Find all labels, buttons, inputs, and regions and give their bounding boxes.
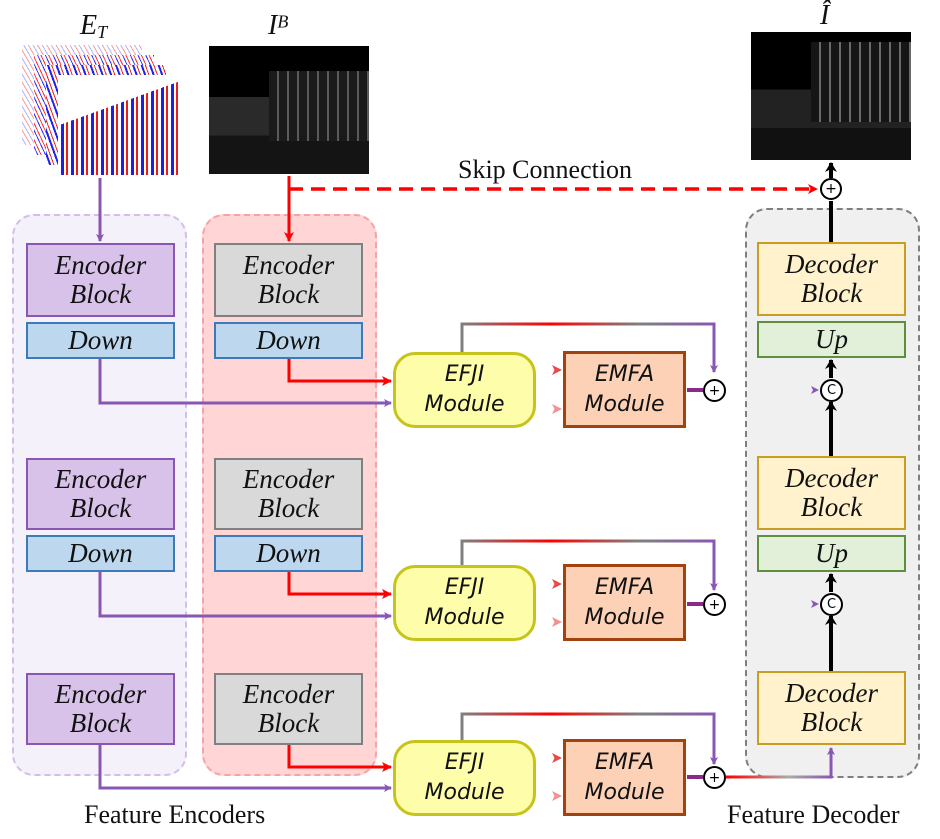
- efji-module-2: EFJI Module: [393, 565, 536, 641]
- emfa-module-2: EMFA Module: [563, 564, 686, 641]
- event-to-efji-2: [98, 572, 392, 620]
- image-down-1: Down: [214, 322, 363, 359]
- decoder-block-3: Decoder Block: [757, 671, 906, 745]
- concat-node-1: C: [820, 379, 843, 402]
- blur-label: IB: [268, 10, 289, 41]
- concat-node-2: C: [820, 593, 843, 616]
- decoder-block-2: Decoder Block: [757, 456, 906, 530]
- image-encoder-block-2: Encoder Block: [214, 458, 363, 530]
- feature-decoder-caption: Feature Decoder: [727, 800, 900, 829]
- efji-module-1: EFJI Module: [393, 352, 536, 428]
- event-frames-stack: [22, 45, 180, 175]
- image-to-efji-2: [287, 572, 392, 599]
- event-encoder-block-3: Encoder Block: [26, 673, 175, 745]
- efji-module-3: EFJI Module: [393, 740, 536, 816]
- image-encoder-block-1: Encoder Block: [214, 243, 363, 317]
- efji-bypass-1: [460, 322, 718, 373]
- event-down-1: Down: [26, 322, 175, 359]
- add-node-skip: +: [820, 178, 842, 200]
- image-to-efji-1: [287, 359, 392, 386]
- output-label: Î: [820, 0, 830, 31]
- event-down-2: Down: [26, 535, 175, 572]
- efji-bypass-3: [460, 712, 718, 765]
- blurry-input-image: [209, 46, 369, 174]
- event-encoder-block-2: Encoder Block: [26, 458, 175, 530]
- decoder-up-1: Up: [757, 321, 906, 358]
- efji-bypass-2: [460, 539, 718, 591]
- image-down-2: Down: [214, 535, 363, 572]
- decoder-block-1: Decoder Block: [757, 242, 906, 316]
- emfa-module-3: EMFA Module: [563, 739, 686, 816]
- decoder-up-2: Up: [757, 535, 906, 572]
- feature-encoders-caption: Feature Encoders: [84, 800, 266, 829]
- event-to-efji-3: [98, 745, 392, 792]
- event-frame: [58, 75, 180, 175]
- event-label: ET: [80, 10, 108, 43]
- restored-output-image: [751, 32, 911, 160]
- add-node-1: +: [703, 379, 726, 402]
- add-node-2: +: [703, 593, 726, 616]
- event-to-efji-1: [98, 359, 392, 407]
- emfa-module-1: EMFA Module: [563, 351, 686, 428]
- fusion-to-decoder-3: [726, 747, 835, 779]
- add-node-3: +: [703, 766, 726, 789]
- event-encoder-block-1: Encoder Block: [26, 243, 175, 317]
- image-encoder-block-3: Encoder Block: [214, 673, 363, 745]
- image-to-efji-3: [287, 745, 392, 772]
- skip-connection-label: Skip Connection: [458, 155, 633, 184]
